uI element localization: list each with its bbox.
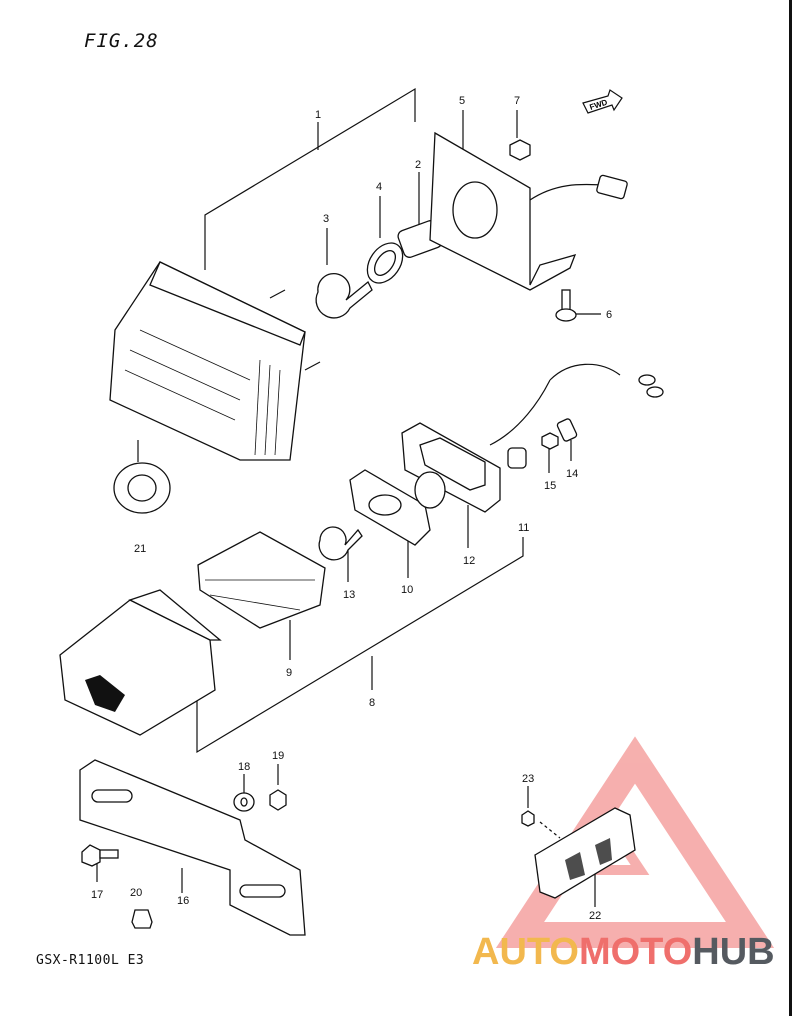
washer-18 bbox=[233, 792, 255, 812]
lens-9 bbox=[197, 531, 326, 629]
page-edge bbox=[789, 0, 792, 1016]
nut-23 bbox=[521, 810, 535, 827]
tail-lamp-8 bbox=[59, 589, 222, 736]
bulb-13 bbox=[318, 526, 363, 561]
part-number-22: 22 bbox=[589, 910, 601, 922]
grommet-21 bbox=[113, 462, 171, 514]
watermark-part2: MOTO bbox=[578, 931, 693, 973]
part-number-11: 11 bbox=[518, 522, 529, 534]
part-number-12: 12 bbox=[463, 555, 475, 567]
part-number-5: 5 bbox=[459, 95, 465, 107]
nut-15 bbox=[541, 432, 559, 450]
bulb-20 bbox=[131, 909, 153, 929]
part-number-labels: 1 2 3 4 5 6 7 8 9 10 11 12 13 14 15 16 1… bbox=[91, 95, 612, 922]
watermark-part1: AUTO bbox=[472, 931, 579, 973]
part-number-2: 2 bbox=[415, 159, 421, 171]
model-code: GSX-R1100L E3 bbox=[36, 953, 145, 968]
part-number-1: 1 bbox=[315, 109, 321, 121]
watermark-text: AUTOMOTOHUB bbox=[472, 933, 775, 971]
bolt-17 bbox=[81, 844, 119, 867]
watermark-part3: HUB bbox=[692, 931, 775, 973]
license-bracket-16 bbox=[79, 759, 306, 936]
part-number-6: 6 bbox=[606, 309, 612, 321]
taillight-housing bbox=[109, 261, 321, 461]
part-number-14: 14 bbox=[566, 468, 578, 480]
fwd-arrow-icon: FWD bbox=[582, 89, 623, 114]
part-number-16: 16 bbox=[177, 895, 189, 907]
nut-19 bbox=[269, 789, 287, 811]
bulb-3 bbox=[315, 273, 373, 319]
part-number-23: 23 bbox=[522, 773, 534, 785]
screw-6 bbox=[555, 289, 577, 322]
spacer-14 bbox=[556, 418, 578, 442]
part-number-9: 9 bbox=[286, 667, 292, 679]
part-number-10: 10 bbox=[401, 584, 413, 596]
leader-lines bbox=[96, 87, 601, 907]
license-lamp-12 bbox=[401, 363, 664, 513]
nut-7 bbox=[509, 139, 531, 161]
figure-title: FIG.28 bbox=[84, 30, 159, 52]
part-number-17: 17 bbox=[91, 889, 103, 901]
bracket-5 bbox=[429, 131, 628, 291]
part-number-15: 15 bbox=[544, 480, 556, 492]
part-number-18: 18 bbox=[238, 761, 250, 773]
part-number-7: 7 bbox=[514, 95, 520, 107]
reflector-22 bbox=[534, 807, 636, 899]
part-number-3: 3 bbox=[323, 213, 329, 225]
part-number-19: 19 bbox=[272, 750, 284, 762]
gasket-4-inner bbox=[373, 249, 397, 277]
part-number-4: 4 bbox=[376, 181, 382, 193]
part-number-20: 20 bbox=[130, 887, 142, 899]
part-number-13: 13 bbox=[343, 589, 355, 601]
bolt-11 bbox=[507, 447, 527, 469]
part-number-8: 8 bbox=[369, 697, 375, 709]
gasket-10 bbox=[349, 469, 446, 546]
part-number-21: 21 bbox=[134, 543, 146, 555]
